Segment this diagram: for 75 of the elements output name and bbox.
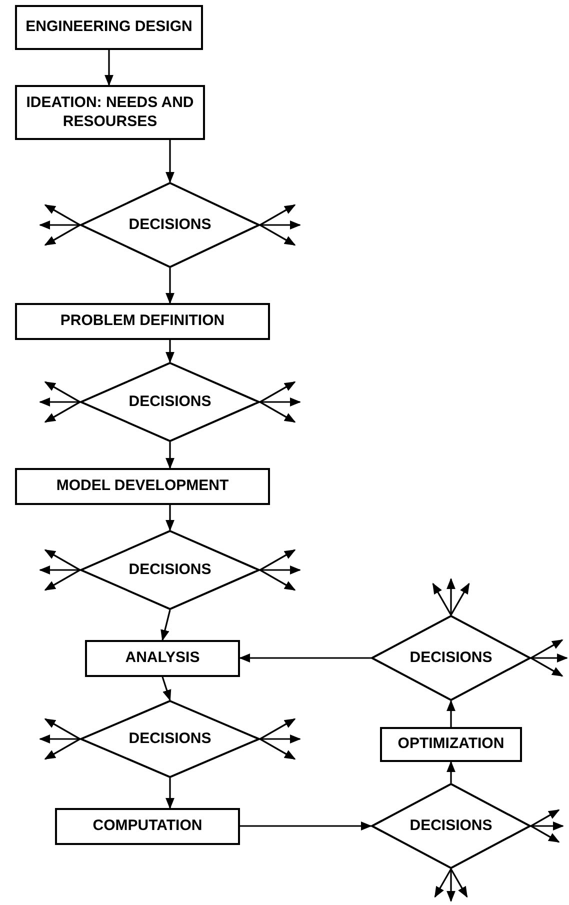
node-label: DECISIONS: [408, 648, 494, 668]
arrow: [446, 760, 456, 783]
arrow: [260, 381, 296, 403]
arrow: [44, 549, 80, 571]
node-label: ANALYSIS: [124, 649, 201, 668]
arrow: [531, 822, 564, 830]
arrow: [38, 566, 80, 574]
arrow: [38, 398, 80, 406]
arrow: [44, 204, 80, 226]
arrow: [260, 549, 296, 571]
arrow: [44, 224, 80, 246]
arrow: [260, 204, 296, 226]
node-label: DECISIONS: [128, 560, 212, 580]
node-label: PROBLEM DEFINITION: [59, 312, 226, 331]
arrow: [260, 569, 296, 591]
arrow: [166, 778, 174, 810]
arrow: [166, 268, 174, 304]
arrow: [260, 220, 302, 230]
arrow: [446, 869, 456, 902]
decision-diamond: [80, 182, 260, 268]
decision-diamond: [80, 530, 260, 610]
node-label: DECISIONS: [128, 730, 212, 748]
decision-diamond: [80, 362, 260, 442]
decision-diamond: [371, 783, 531, 869]
arrow: [260, 718, 296, 740]
arrow: [238, 654, 371, 662]
node-label: OPTIMIZATION: [396, 735, 506, 754]
arrow: [530, 809, 560, 827]
arrow: [240, 822, 372, 830]
arrow: [446, 578, 456, 615]
decision-diamond: [80, 700, 260, 778]
node-label: MODEL DEVELOPMENT: [55, 477, 230, 496]
arrow: [531, 654, 568, 662]
arrow: [166, 505, 174, 532]
process-box: [85, 640, 240, 677]
process-box: [380, 727, 522, 762]
arrow: [446, 700, 456, 727]
arrow: [260, 734, 302, 744]
arrow: [260, 738, 296, 760]
arrow: [166, 340, 174, 364]
process-box: [15, 303, 270, 340]
arrow: [104, 50, 114, 86]
arrow: [530, 657, 564, 677]
arrow: [434, 868, 452, 898]
arrow: [44, 401, 80, 423]
process-box: [15, 85, 205, 140]
arrow: [530, 639, 564, 659]
process-box: [15, 468, 270, 505]
arrow: [260, 224, 296, 246]
arrow: [44, 569, 80, 591]
arrow: [166, 140, 174, 184]
process-box: [15, 5, 203, 50]
process-box: [55, 808, 240, 845]
arrow: [44, 718, 80, 740]
node-label: ENGINEERING DESIGN: [24, 18, 194, 37]
arrow: [450, 868, 468, 898]
arrow: [260, 566, 302, 574]
arrow: [450, 582, 470, 616]
arrow: [260, 401, 296, 423]
arrow: [38, 734, 80, 744]
arrow: [160, 610, 171, 642]
arrow: [166, 442, 174, 470]
arrow: [530, 825, 560, 843]
arrow: [162, 676, 172, 702]
node-label: DECISIONS: [128, 392, 212, 412]
node-label: DECISIONS: [128, 216, 212, 234]
arrow: [38, 220, 80, 230]
node-label: COMPUTATION: [92, 817, 204, 836]
arrow: [260, 398, 302, 406]
arrow: [44, 738, 80, 760]
arrow: [44, 381, 80, 403]
arrow: [432, 582, 452, 616]
node-label: DECISIONS: [408, 816, 494, 836]
decision-diamond: [371, 615, 531, 701]
node-label: IDEATION: NEEDS AND RESOURSES: [25, 94, 195, 132]
